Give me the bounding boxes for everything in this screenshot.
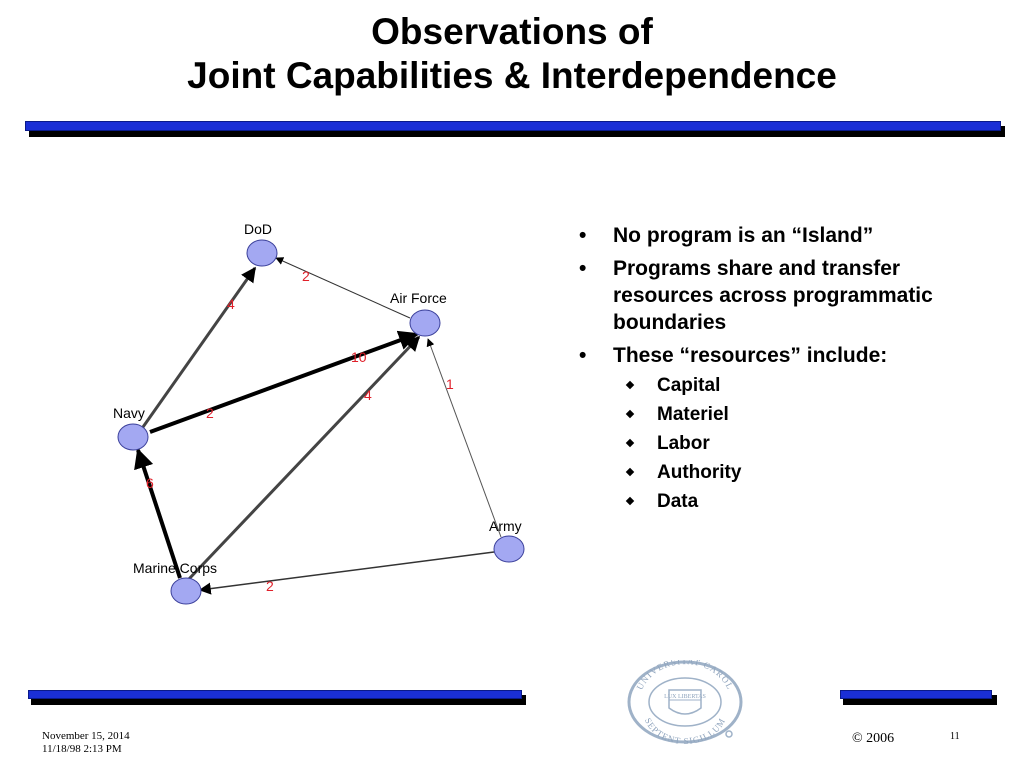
edge-army-marines [198,551,495,595]
footer-dates: November 15, 2014 11/18/98 2:13 PM [42,730,130,756]
weight-navy-airforce: 10 [351,349,367,365]
bullet-dot-icon: • [579,224,587,247]
svg-text:SEPTENT SIGILLUM: SEPTENT SIGILLUM [643,716,727,744]
edge-navy-dod [141,266,257,428]
diamond-bullet-icon [625,438,635,448]
edges [134,257,502,595]
node-airforce [409,309,441,337]
bullet-item: • These “resources” include: [575,342,995,369]
seal-top-text: UNIVERSITAT CAROL [634,660,734,691]
sub-bullet-item: Capital [575,371,995,400]
node-labels: DoD Air Force Navy Army Marine Corps [113,221,522,576]
edge-marines-navy [134,448,182,579]
bottom-right-divider-bar [840,690,997,705]
weight-army-marines: 2 [266,578,274,594]
footer-copyright: © 2006 [852,731,895,746]
footer-page-number: 11 [950,731,960,742]
weight-marines-navy: 6 [146,475,154,491]
bullet-item: • No program is an “Island” [575,222,995,249]
edge-airforce-dod [275,257,411,319]
sub-bullet-item: Data [575,487,995,516]
bullet-list: • No program is an “Island” • Programs s… [575,222,995,516]
bullet-text: No program is an “Island” [613,224,874,247]
bullet-text: These “resources” include: [613,344,888,367]
node-marines [170,577,202,605]
sub-bullet-item: Materiel [575,400,995,429]
university-seal-icon: UNIVERSITAT CAROL SEPTENT SIGILLUM LUX L… [627,660,743,744]
title-line-2: Joint Capabilities & Interdependence [187,55,837,96]
sub-bullet-text: Authority [657,462,742,483]
diamond-bullet-icon [625,496,635,506]
label-marines: Marine Corps [133,560,217,576]
bullet-item: • Programs share and transfer resources … [575,255,995,336]
footer-date: November 15, 2014 [42,730,130,742]
nodes [117,239,525,605]
top-divider-bar [25,121,1005,137]
weight-army-airforce: 1 [446,376,454,392]
sub-bullet-text: Capital [657,375,721,396]
edge-army-airforce [426,338,502,538]
bottom-left-divider-bar [28,690,526,705]
edge-marines-airforce [186,335,421,582]
title-line-1: Observations of [371,11,653,52]
sub-bullet-item: Labor [575,429,995,458]
bullet-text: Programs share and transfer resources ac… [613,257,933,334]
diamond-bullet-icon [625,380,635,390]
weight-marines-airforce: 4 [364,387,372,403]
svg-text:UNIVERSITAT CAROL: UNIVERSITAT CAROL [634,660,735,691]
label-dod: DoD [244,221,272,237]
label-army: Army [489,518,522,534]
diamond-bullet-icon [625,409,635,419]
edge-navy-airforce [149,330,419,434]
slide-title: Observations of Joint Capabilities & Int… [0,10,1024,98]
seal-bottom-text: SEPTENT SIGILLUM [643,716,726,744]
node-navy [117,423,149,451]
bullet-dot-icon: • [579,344,587,367]
label-airforce: Air Force [390,290,447,306]
sub-bullet-text: Materiel [657,404,729,425]
sub-bullet-text: Data [657,491,699,512]
node-dod [246,239,278,267]
weight-navy-dod: 4 [227,296,235,312]
sub-bullet-text: Labor [657,433,710,454]
sub-bullet-item: Authority [575,458,995,487]
seal-center-text: LUX LIBERTAS [664,694,706,700]
node-army [493,535,525,563]
weight-airforce-navy: 2 [206,405,214,421]
edge-weights: 4 2 10 2 4 1 6 2 [146,268,454,594]
label-navy: Navy [113,405,145,421]
bullet-dot-icon: • [579,257,587,280]
weight-airforce-dod: 2 [302,268,310,284]
footer-timestamp: 11/18/98 2:13 PM [42,743,122,755]
diamond-bullet-icon [625,467,635,477]
